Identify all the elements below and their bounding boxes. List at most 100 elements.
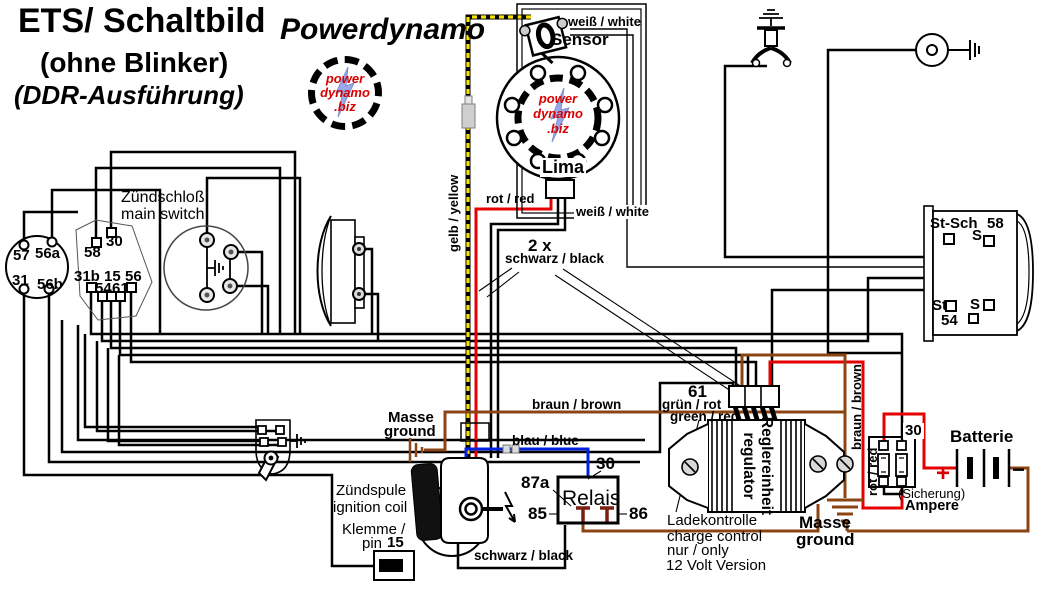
coil-core (410, 463, 444, 541)
tail-terminal-s-top: S (972, 227, 983, 244)
label-nur-only: nur / only (667, 542, 729, 559)
wire-red-fuse-battery (882, 412, 956, 470)
wire-lima-black1 (489, 198, 560, 458)
wire-lima-black2 (496, 198, 567, 458)
ground-symbol-speedo (207, 260, 224, 276)
logo-text-1: power (325, 70, 365, 86)
wire-speedo-top (205, 176, 302, 334)
ground-symbol-handlebar (290, 434, 306, 448)
lima-connector (545, 179, 575, 199)
label-regulator: Reglereinheit regulator (739, 417, 775, 515)
wire-brown-relay-ground (581, 504, 820, 533)
label-weiss-top: weiß / white (568, 14, 641, 29)
wire-brown-battery-ground (845, 466, 1030, 533)
label-zuendspule: Zündspule (336, 482, 407, 499)
label-12v: 12 Volt Version (666, 557, 767, 574)
label-masse-left: Masse (388, 409, 434, 426)
red-wires (474, 198, 956, 510)
label-ampere: Ampere (905, 498, 959, 514)
wire-speedo-r2 (237, 284, 270, 334)
wire-m5-block (129, 292, 758, 388)
tail-light-box (923, 205, 1034, 342)
wire-conn57 (22, 210, 78, 240)
label-gruen-rot: grün / rot (662, 397, 722, 412)
tail-terminal-58: 58 (987, 215, 1004, 232)
powerdynamo-logo: power dynamo .biz (308, 56, 382, 130)
yellow-wire-connector-tab (464, 95, 473, 105)
wire-hbar2 (95, 341, 276, 433)
lima-logo-line2: dynamo (533, 105, 583, 121)
wire-m4-block (118, 301, 750, 388)
switch-terminal-31b: 31b (74, 268, 100, 285)
connector-terminal-56b: 56b (37, 276, 63, 293)
label-charge-control: charge control (667, 528, 763, 545)
wire-speedo-r1 (238, 250, 264, 334)
wire-hbar4 (117, 355, 278, 447)
handlebar-switch (255, 419, 291, 482)
brake-switch (750, 9, 792, 68)
brand-title: Powerdynamo (280, 13, 486, 46)
yellow-wire-connector (461, 103, 476, 129)
brown-wires (408, 353, 1030, 533)
label-sensor: Sensor (551, 30, 609, 49)
label-ground-right: ground (796, 530, 855, 549)
lima-logo-line1: power (538, 91, 578, 106)
wire-headlamp1 (364, 247, 374, 334)
wire-horn-fuse (826, 48, 916, 355)
lightning-bolt-icon (550, 87, 570, 143)
pointer-2x-long2 (554, 274, 741, 398)
horn (915, 33, 949, 67)
sensor-unit (519, 15, 568, 65)
ground-symbol-right (827, 498, 863, 523)
label-batterie: Batterie (950, 427, 1014, 446)
wire-l4 (76, 325, 645, 442)
wire-brake-tail (723, 64, 951, 259)
speedometer (163, 225, 249, 311)
wire-conn31-pin15 (22, 294, 375, 568)
logo-text-3: .biz (334, 99, 356, 115)
label-schwarz-coil: schwarz / black (474, 548, 574, 563)
label-masse-right: Masse (799, 513, 851, 532)
switch-terminal-61: 61 (112, 280, 129, 297)
label-green-red: green / red (670, 409, 740, 424)
label-main-switch: main switch (121, 206, 205, 223)
lima-logo-text: power dynamo .biz (533, 91, 583, 137)
tail-terminal-st-sch: St-Sch (930, 215, 978, 232)
wire-brown-block-ground (740, 353, 847, 498)
ground-symbol-horn (948, 40, 980, 60)
label-relais: Relais (562, 487, 621, 510)
label-blau-blue: blau / blue (512, 433, 579, 448)
label-rot-vertical: rot / red (865, 447, 880, 496)
switch-terminal-56: 56 (125, 268, 142, 285)
label-rot-red: rot / red (486, 191, 535, 206)
wire-switch58-loop (94, 166, 282, 334)
wire-m1-fuse30 (89, 292, 904, 441)
wire-sleeve (460, 422, 490, 442)
regulator-terminal-61: 61 (688, 382, 707, 401)
yellow-wire (461, 14, 531, 460)
wire-m3-block (109, 301, 738, 388)
ground-symbol-coil (408, 438, 424, 462)
wire-hbar1 (83, 334, 258, 429)
subtitle-1: (ohne Blinker) (40, 47, 229, 78)
label-sicherung: (Sicherung) (898, 486, 966, 501)
blue-wire-connector (502, 444, 511, 454)
tail-terminal-54: 54 (941, 312, 958, 329)
label-regulator-en: regulator (740, 432, 757, 500)
relay-terminal-87a: 87a (521, 473, 550, 492)
lima-logo-line3: .biz (547, 120, 569, 136)
spark-icon (504, 491, 516, 523)
wire-weiss-a (570, 28, 628, 218)
wire-l3-block (60, 320, 735, 454)
subtitle-2: (DDR-Ausführung) (14, 80, 244, 110)
switch-terminal-30: 30 (106, 233, 123, 250)
wire-conn56a (50, 188, 162, 334)
label-pin-15: 15 (387, 534, 404, 551)
logo-text-2: dynamo (320, 84, 370, 100)
pin15-connector (373, 550, 415, 581)
label-2x: 2 x (528, 236, 552, 255)
wire-weiss-b (570, 34, 634, 218)
relay-terminal-30: 30 (596, 454, 615, 473)
